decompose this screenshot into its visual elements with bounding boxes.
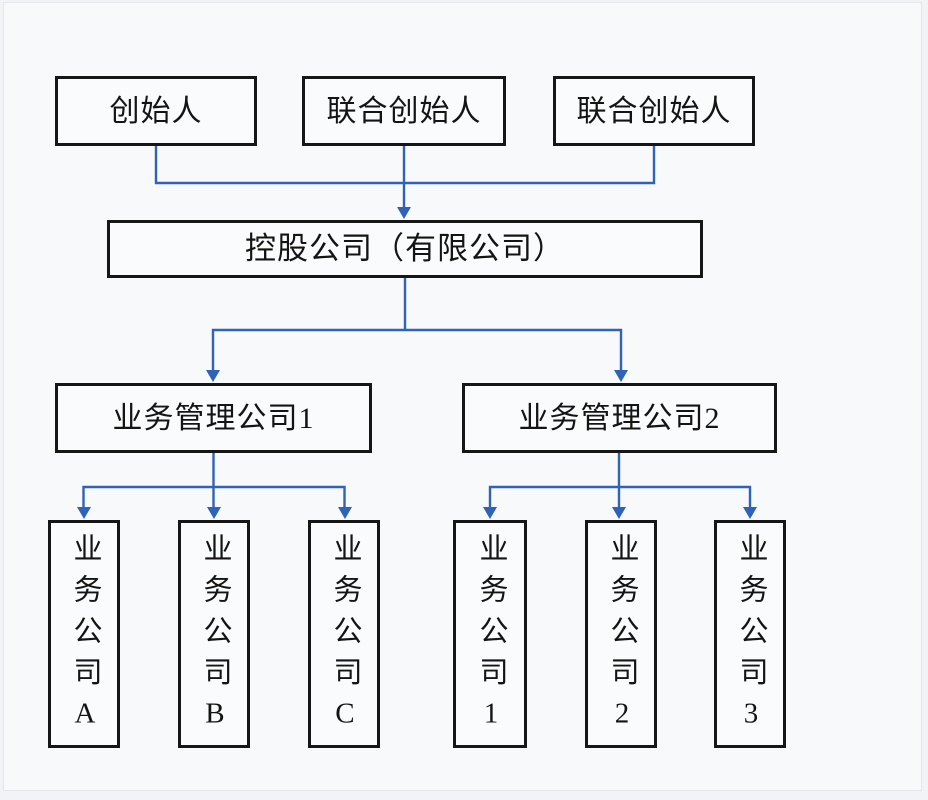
edge-top-row-to-holding [154, 146, 656, 219]
edge-mgmt2-to-subsidiaries [483, 453, 757, 519]
node-cofounder-2: 联合创始人 [553, 76, 755, 146]
node-cofounder-1: 联合创始人 [302, 76, 506, 146]
arrowhead-sub-1 [483, 507, 497, 519]
arrowhead-sub-c [338, 507, 352, 519]
edge-holding-to-management [206, 278, 628, 382]
arrowhead-sub-b [207, 507, 221, 519]
node-business-company-1: 业务公司1 [453, 520, 527, 748]
edge-mgmt1-to-subsidiaries [77, 453, 352, 519]
arrowhead-sub-2 [612, 507, 626, 519]
arrowhead-mgmt-2 [614, 370, 628, 382]
node-business-company-2: 业务公司2 [585, 520, 657, 748]
arrowhead-holding [397, 207, 411, 219]
node-management-company-1: 业务管理公司1 [55, 383, 372, 453]
node-business-company-3: 业务公司3 [714, 520, 786, 748]
node-holding-company: 控股公司（有限公司） [107, 220, 703, 278]
node-management-company-2: 业务管理公司2 [462, 383, 777, 453]
node-business-company-a: 业务公司A [48, 520, 120, 748]
arrowhead-sub-a [77, 507, 91, 519]
node-founder: 创始人 [55, 76, 257, 146]
arrowhead-mgmt-1 [206, 370, 220, 382]
node-business-company-c: 业务公司C [308, 520, 380, 748]
node-business-company-b: 业务公司B [178, 520, 250, 748]
arrowhead-sub-3 [743, 507, 757, 519]
